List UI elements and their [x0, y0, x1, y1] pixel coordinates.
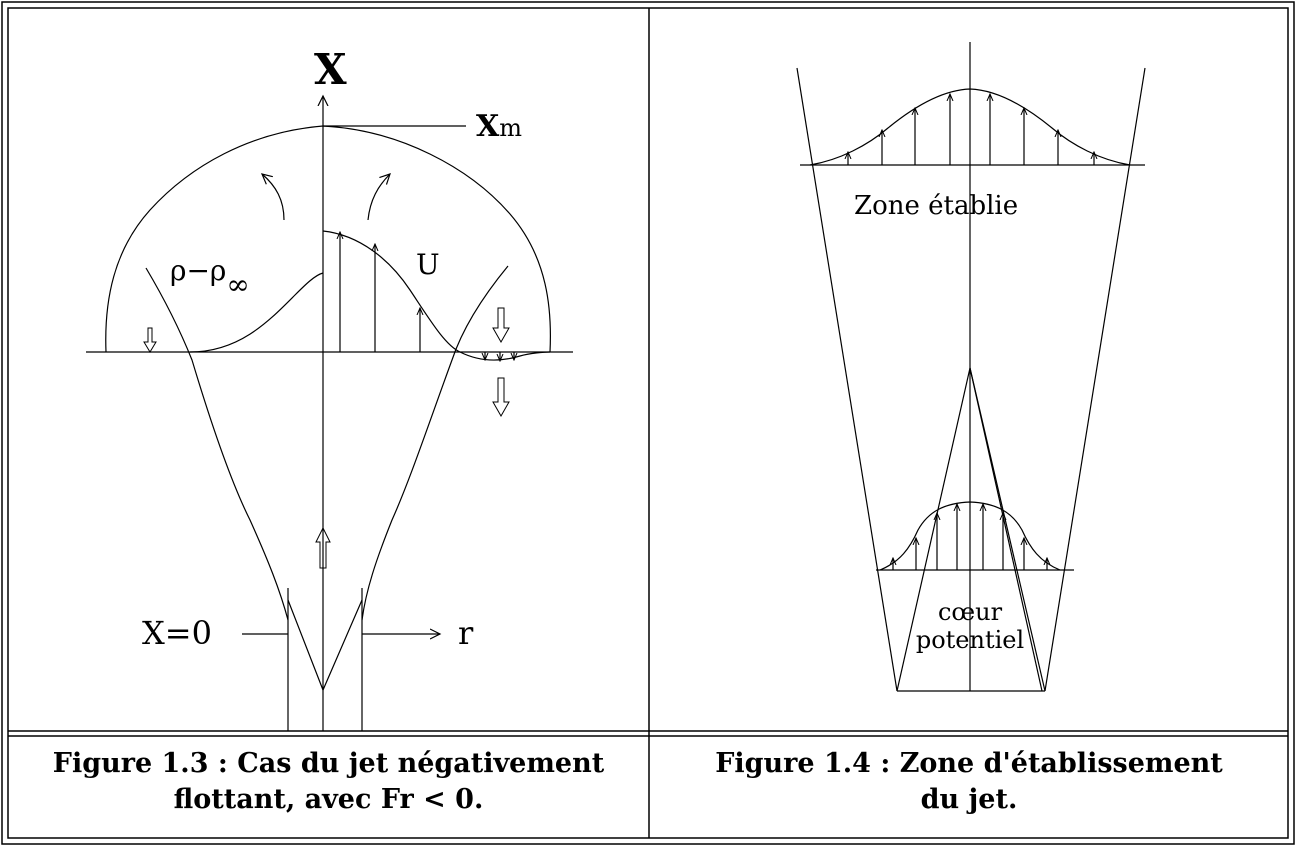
hollow-down-arrow [492, 307, 510, 344]
hollow-down-arrow [143, 327, 157, 353]
label-origin: X=0 [142, 614, 212, 652]
label-density: ρ−ρ∞ [170, 254, 250, 301]
label-xm: Xm [476, 109, 522, 144]
density-profile-curve [189, 272, 324, 353]
figure-1-4-diagram [796, 42, 1146, 692]
caption-line: flottant, avec Fr < 0. [173, 784, 484, 815]
caption-figure-1-4: Figure 1.4 : Zone d'établissement du jet… [650, 746, 1288, 818]
jet-boundary-right [1044, 67, 1146, 692]
jet-body-right-contour [361, 265, 509, 621]
potential-core-lines [287, 599, 363, 692]
potential-core-left [896, 367, 971, 692]
caption-line: Figure 1.4 : Zone d'établissement [715, 748, 1223, 779]
velocity-profile-curve [322, 230, 551, 361]
axis-label-x: X [314, 45, 347, 94]
label-velocity: U [416, 248, 440, 281]
jet-boundary-left [796, 67, 898, 692]
label-core-line2: potentiel [916, 626, 1024, 654]
label-radial: r [458, 614, 474, 652]
hollow-down-arrow [492, 377, 510, 418]
caption-figure-1-3: Figure 1.3 : Cas du jet négativement flo… [8, 746, 649, 818]
caption-line: Figure 1.3 : Cas du jet négativement [52, 748, 605, 779]
label-core-line1: cœur [938, 598, 1003, 626]
establishment-zone-profile [879, 501, 1061, 571]
recirculation-arrow-left [262, 174, 285, 221]
label-established-zone: Zone établie [854, 191, 1018, 221]
caption-line: du jet. [920, 784, 1018, 815]
jet-body-left-contour [145, 267, 289, 621]
figure-1-3-diagram [86, 96, 573, 731]
recirculation-arrow-right [367, 174, 390, 221]
established-zone-profile [809, 88, 1131, 166]
jet-head-contour [105, 125, 551, 353]
hollow-up-arrow [315, 526, 331, 569]
potential-core-right-inner [969, 367, 1043, 692]
